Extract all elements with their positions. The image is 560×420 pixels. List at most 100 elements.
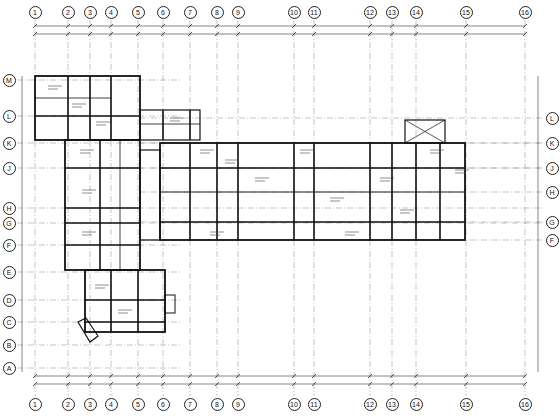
dimension-tick bbox=[292, 24, 296, 28]
dimension-tick bbox=[414, 382, 418, 386]
axis-bubble: J bbox=[546, 162, 559, 175]
axis-line bbox=[17, 272, 180, 273]
beam-line bbox=[160, 192, 465, 193]
axis-bubble: 16 bbox=[519, 6, 532, 19]
axis-line bbox=[17, 368, 180, 369]
dimension-tick bbox=[215, 374, 219, 378]
beam-line bbox=[67, 76, 69, 140]
axis-label: 4 bbox=[109, 401, 113, 408]
dimension-tick bbox=[136, 374, 140, 378]
axis-bubble: H bbox=[546, 186, 559, 199]
annotation-stub bbox=[95, 288, 105, 289]
axis-line bbox=[416, 20, 417, 396]
axis-label: F bbox=[7, 242, 11, 249]
annotation-stub bbox=[82, 235, 92, 236]
axis-label: 4 bbox=[109, 9, 113, 16]
beam-line bbox=[405, 120, 445, 143]
axis-bubble: 5 bbox=[132, 398, 145, 411]
axis-label: 7 bbox=[188, 401, 192, 408]
axis-bubble: D bbox=[3, 294, 16, 307]
axis-bubble: 7 bbox=[184, 398, 197, 411]
beam-line bbox=[405, 120, 445, 143]
axis-label: E bbox=[7, 269, 12, 276]
axis-bubble: 9 bbox=[232, 398, 245, 411]
dimension-tick bbox=[161, 374, 165, 378]
dimension-tick bbox=[292, 382, 296, 386]
axis-label: F bbox=[550, 237, 554, 244]
beam-line bbox=[65, 222, 140, 224]
annotation-stub bbox=[455, 170, 469, 171]
axis-label: 2 bbox=[66, 401, 70, 408]
dimension-tick bbox=[236, 374, 240, 378]
axis-label: 7 bbox=[188, 9, 192, 16]
axis-label: 10 bbox=[290, 401, 298, 408]
axis-bubble: 3 bbox=[84, 6, 97, 19]
axis-label: 2 bbox=[66, 9, 70, 16]
dimension-tick bbox=[161, 32, 165, 36]
axis-bubble: 12 bbox=[364, 6, 377, 19]
dimension-tick bbox=[414, 32, 418, 36]
dimension-tick bbox=[136, 32, 140, 36]
dimension-line bbox=[538, 76, 539, 372]
annotation-stub bbox=[400, 213, 410, 214]
dimension-tick bbox=[109, 32, 113, 36]
axis-bubble: 3 bbox=[84, 398, 97, 411]
annotation-stub bbox=[380, 178, 394, 179]
beam-line bbox=[35, 115, 140, 117]
dimension-tick bbox=[236, 24, 240, 28]
annotation-stub bbox=[225, 163, 235, 164]
axis-label: 1 bbox=[33, 9, 37, 16]
wall-outline bbox=[140, 150, 160, 240]
axis-bubble: J bbox=[3, 162, 16, 175]
beam-line bbox=[99, 140, 101, 270]
axis-label: B bbox=[7, 342, 12, 349]
annotation-stub bbox=[80, 153, 90, 154]
annotation-stub bbox=[345, 232, 359, 233]
axis-bubble: 7 bbox=[184, 6, 197, 19]
dimension-line bbox=[35, 26, 525, 27]
annotation-stub bbox=[430, 153, 440, 154]
beam-line bbox=[391, 143, 393, 240]
dimension-tick bbox=[109, 374, 113, 378]
annotation-stub bbox=[430, 150, 444, 151]
axis-label: 11 bbox=[310, 9, 317, 16]
annotation-stub bbox=[72, 104, 86, 105]
beam-line bbox=[85, 321, 165, 323]
beam-line bbox=[85, 299, 165, 301]
axis-bubble: L bbox=[546, 112, 559, 125]
dimension-tick bbox=[312, 374, 316, 378]
axis-label: H bbox=[6, 205, 11, 212]
beam-line bbox=[369, 143, 371, 240]
axis-label: 12 bbox=[366, 9, 374, 16]
axis-label: 14 bbox=[412, 9, 420, 16]
dimension-tick bbox=[390, 382, 394, 386]
dimension-tick bbox=[414, 374, 418, 378]
dimension-tick bbox=[390, 32, 394, 36]
axis-bubble: G bbox=[546, 216, 559, 229]
axis-label: 15 bbox=[462, 9, 470, 16]
dimension-tick bbox=[161, 382, 165, 386]
annotation-stub bbox=[95, 285, 109, 286]
dimension-tick bbox=[188, 24, 192, 28]
dimension-tick bbox=[390, 24, 394, 28]
dimension-tick bbox=[88, 24, 92, 28]
beam-line bbox=[35, 98, 111, 99]
dimension-tick bbox=[136, 382, 140, 386]
dimension-tick bbox=[33, 32, 37, 36]
dimension-tick bbox=[368, 24, 372, 28]
annotation-stub bbox=[200, 153, 210, 154]
annotation-stub bbox=[255, 178, 269, 179]
axis-label: 8 bbox=[215, 401, 219, 408]
dimension-tick bbox=[161, 24, 165, 28]
annotation-stub bbox=[96, 122, 110, 123]
dimension-tick bbox=[188, 32, 192, 36]
dimension-tick bbox=[88, 374, 92, 378]
dimension-tick bbox=[312, 382, 316, 386]
annotation-stub bbox=[96, 125, 106, 126]
axis-label: G bbox=[6, 220, 11, 227]
dimension-tick bbox=[188, 382, 192, 386]
dimension-tick bbox=[464, 24, 468, 28]
axis-label: 8 bbox=[215, 9, 219, 16]
annotation-stub bbox=[210, 232, 224, 233]
